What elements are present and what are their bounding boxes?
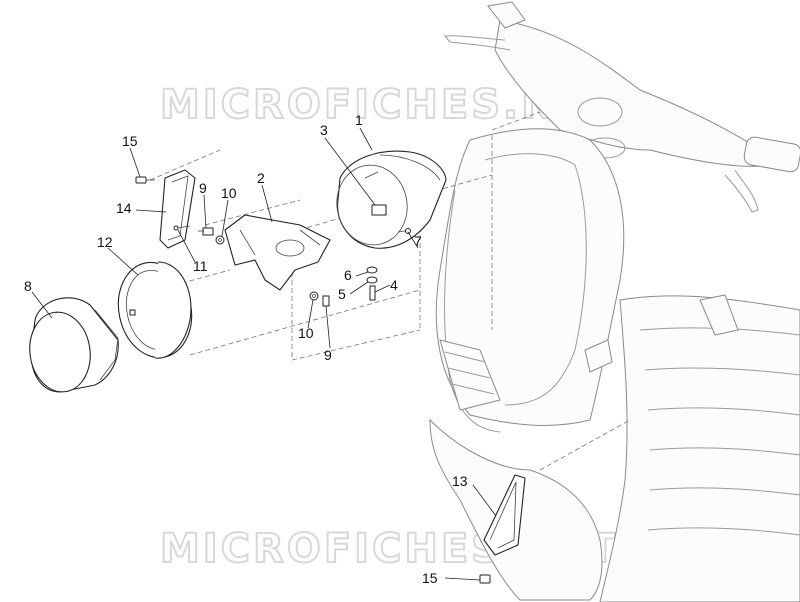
- part-6-nut: [366, 266, 378, 274]
- shield-vent: [584, 339, 613, 373]
- handlebar-left-grip: [487, 1, 526, 29]
- part-11-screw: [173, 225, 191, 231]
- part-15-screw-bottom: [479, 574, 491, 584]
- part-15-screw-top: [135, 176, 155, 184]
- callout-1: 1: [355, 112, 363, 128]
- callout-8: 8: [24, 278, 32, 294]
- headset-hole: [577, 97, 623, 127]
- part-4-bolt: [369, 285, 376, 301]
- callout-14: 14: [116, 200, 132, 216]
- callout-10-bottom: 10: [298, 325, 314, 341]
- brake-lever-left: [443, 35, 511, 51]
- callout-3: 3: [320, 122, 328, 138]
- leader-lines: [31, 127, 497, 581]
- callout-11: 11: [193, 258, 208, 274]
- callout-13: 13: [452, 473, 468, 489]
- callout-9-bottom: 9: [324, 347, 332, 363]
- handlebar-right-grip: [743, 136, 800, 173]
- part-5-washer: [366, 276, 378, 284]
- part-2-headlamp-bracket: [224, 214, 331, 291]
- scooter-body: [429, 1, 800, 602]
- part-10-washer-bottom: [309, 291, 319, 301]
- shield-inner-line: [484, 153, 587, 406]
- handlebar-cover: [494, 19, 771, 167]
- part-12-headlamp-rim: [117, 261, 193, 359]
- floor-rib-3: [647, 407, 800, 416]
- part-14-side-reflector: [159, 169, 196, 249]
- callout-12: 12: [97, 234, 113, 250]
- front-shield: [435, 128, 625, 426]
- callout-5: 5: [338, 286, 346, 302]
- callout-10-top: 10: [221, 185, 237, 201]
- callout-9-top: 9: [199, 180, 207, 196]
- callout-4: 4: [390, 277, 398, 293]
- callout-labels: 1 3 2 15 14 9 10 11 12 8 7 6 5 4 10 9 13…: [24, 112, 468, 586]
- part-1-headlamp-housing: [336, 150, 447, 249]
- floor-rib-6: [647, 527, 800, 536]
- brake-lever-right: [724, 169, 759, 213]
- part-13-lower-reflector: [483, 474, 526, 556]
- horn-grille: [439, 339, 501, 411]
- callout-6: 6: [344, 267, 352, 283]
- part-9-bolt-top: [198, 227, 214, 236]
- callout-15-bottom: 15: [422, 570, 438, 586]
- floorboard: [599, 295, 800, 602]
- part-10-washer-top: [215, 235, 225, 245]
- callout-15-top: 15: [122, 133, 138, 149]
- part-8-headlamp-lens: [29, 297, 119, 393]
- floor-rib-2: [644, 367, 800, 376]
- callout-2: 2: [257, 170, 265, 186]
- part-3-housing-clip: [364, 171, 387, 216]
- floor-rib-4: [649, 447, 800, 456]
- part-9-bolt-bottom: [322, 295, 330, 307]
- callout-7: 7: [414, 233, 422, 249]
- rear-bracket: [699, 294, 739, 336]
- part-7-screw: [397, 228, 411, 234]
- floor-rib-5: [649, 487, 800, 496]
